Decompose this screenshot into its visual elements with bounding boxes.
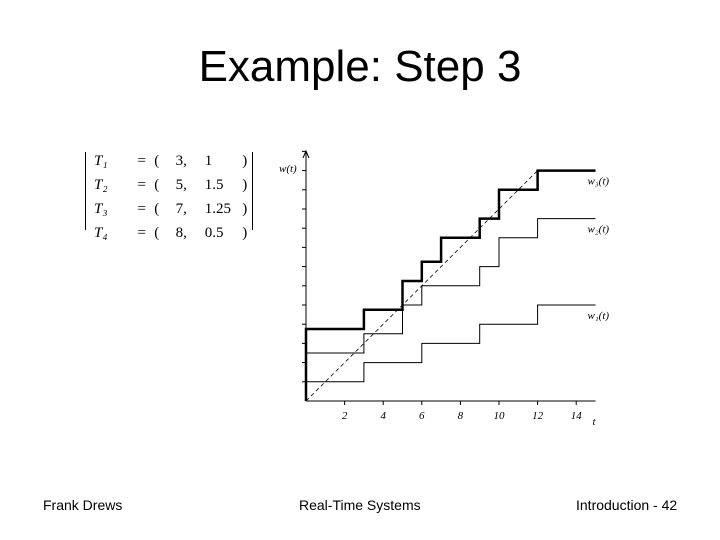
task-name: T₂ (94, 176, 108, 193)
task-period: 7, (175, 200, 187, 217)
task-close: ) (242, 176, 248, 193)
footer-page: Introduction - 42 (576, 497, 678, 513)
series-label: w₂(t) (588, 224, 610, 236)
task-name: T₄ (94, 224, 108, 241)
footer-author: Frank Drews (43, 497, 123, 513)
y-axis-label: w(t) (279, 163, 297, 175)
task-open: ( (154, 176, 160, 193)
series-label: w₃(t) (588, 176, 610, 188)
task-name: T₃ (94, 200, 108, 217)
task-period: 5, (175, 176, 187, 193)
task-eq: = (137, 200, 146, 217)
x-tick-label: 6 (419, 410, 425, 422)
task-row: T₄ = (8, 0.5) (86, 222, 254, 246)
task-name: T₁ (94, 152, 108, 169)
workload-chart: 2 4 6 8 10 12 14 w(t) t w₁(t) w₂(t) w₃(t) (279, 149, 610, 428)
task-close: ) (242, 200, 248, 217)
task-set-table: T₁ = (3, 1) T₂ = (5, 1.5) T₃ = (7, 1.25) T₄ = (8, 0.5) (86, 150, 254, 250)
x-tick-label: 8 (458, 410, 464, 422)
task-eq: = (137, 176, 146, 193)
diagonal-reference-line (305, 170, 538, 402)
series-label: w₁(t) (588, 310, 610, 322)
x-tick-label: 12 (532, 410, 544, 422)
task-period: 3, (175, 152, 187, 169)
table-bracket-right (252, 152, 253, 230)
task-row: T₁ = (3, 1) (86, 150, 254, 174)
task-row: T₂ = (5, 1.5) (86, 174, 254, 198)
x-tick-label: 14 (571, 410, 583, 422)
series-line (306, 304, 596, 383)
table-bracket-left (85, 152, 86, 230)
task-wcet: 0.5 (204, 224, 224, 241)
task-period: 8, (175, 224, 187, 241)
x-tick-label: 4 (380, 410, 386, 422)
task-eq: = (137, 152, 146, 169)
task-open: ( (154, 200, 160, 217)
task-open: ( (154, 152, 160, 169)
task-close: ) (242, 152, 248, 169)
x-tick-label: 2 (342, 410, 348, 422)
task-close: ) (242, 224, 248, 241)
task-open: ( (154, 224, 160, 241)
slide-title: Example: Step 3 (198, 42, 522, 91)
x-axis-label: t (593, 416, 597, 428)
task-eq: = (137, 224, 146, 241)
x-tick-label: 10 (494, 410, 506, 422)
task-wcet: 1.5 (204, 176, 224, 193)
footer-course: Real-Time Systems (299, 497, 421, 513)
series-line (306, 218, 596, 354)
task-row: T₃ = (7, 1.25) (86, 198, 254, 222)
task-wcet: 1.25 (204, 200, 232, 217)
series-line (304, 169, 596, 401)
task-wcet: 1 (204, 152, 213, 169)
